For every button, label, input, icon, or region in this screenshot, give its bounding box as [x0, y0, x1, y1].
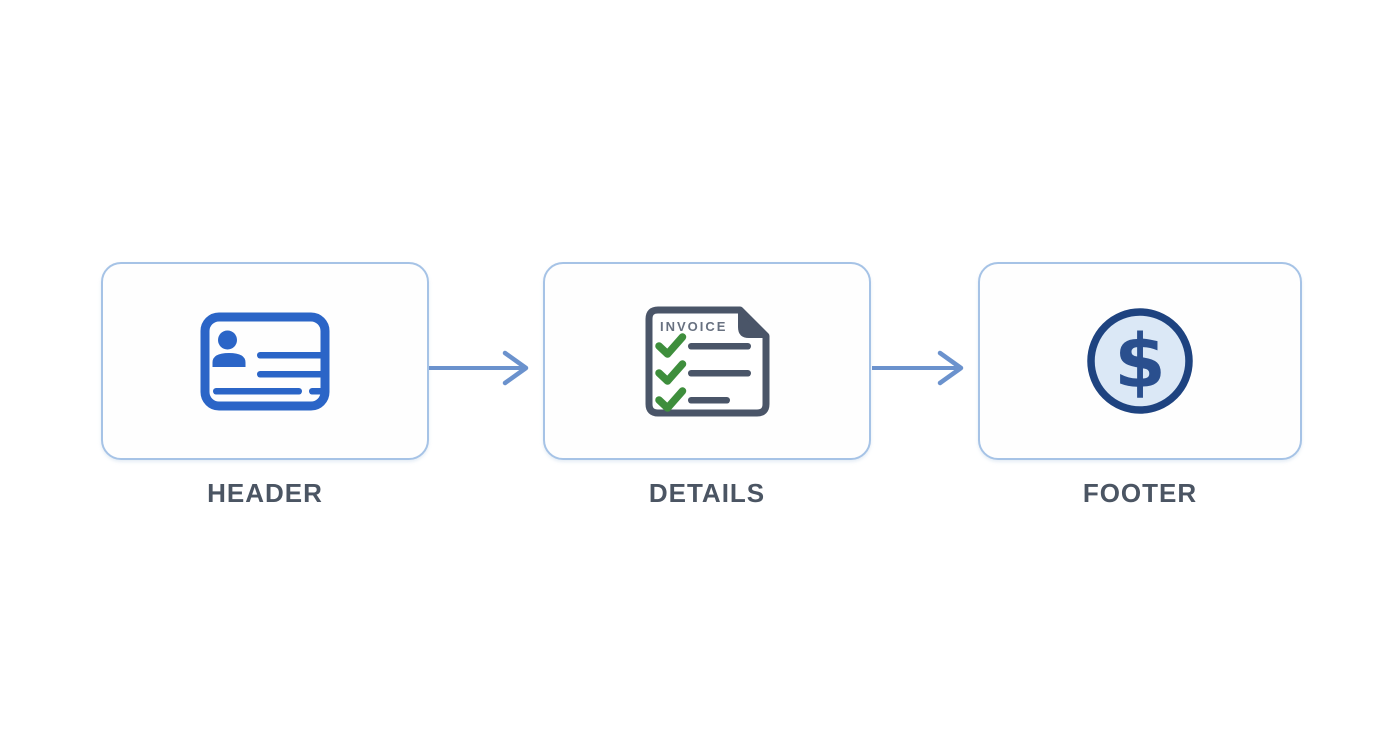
node-footer: $ FOOTER	[978, 262, 1302, 509]
dollar-circle-icon: $	[1087, 308, 1193, 414]
node-footer-label: FOOTER	[1082, 478, 1198, 508]
invoice-text: INVOICE	[660, 319, 727, 334]
details-card: INVOICE	[543, 262, 871, 460]
id-card-icon	[200, 312, 330, 410]
dollar-sign: $	[1114, 319, 1166, 405]
arrow-header-to-details	[429, 350, 529, 386]
header-card	[101, 262, 429, 460]
node-details: INVOICE DETAILS	[543, 262, 871, 509]
footer-card: $	[978, 262, 1302, 460]
node-header: HEADER	[101, 262, 429, 509]
node-details-label: DETAILS	[648, 478, 766, 508]
arrow-details-to-footer	[872, 350, 964, 386]
node-header-label: HEADER	[207, 478, 323, 508]
invoice-document-icon: INVOICE	[645, 306, 769, 416]
